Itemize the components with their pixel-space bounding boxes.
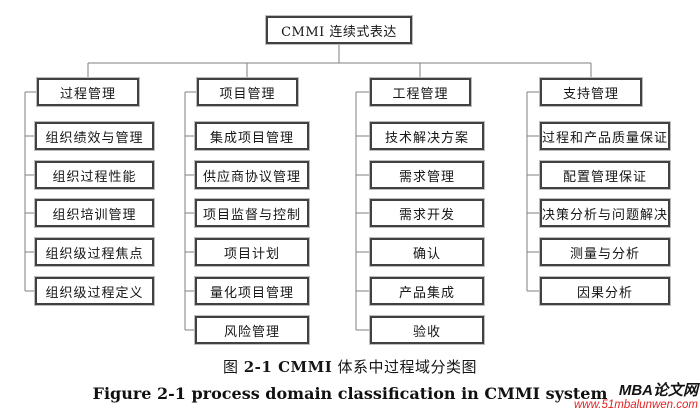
- caption-zh-number: 2-1 CMMI: [243, 358, 333, 376]
- root-node-cmmi-continuous: CMMI 连续式表达: [266, 16, 412, 44]
- process-area-node: 产品集成: [370, 277, 484, 305]
- process-area-node: 测量与分析: [540, 238, 670, 266]
- process-area-node: 项目监督与控制: [195, 199, 309, 227]
- connector-col1: [24, 91, 37, 292]
- caption-zh-prefix: 图: [222, 358, 244, 376]
- connector-col4: [526, 91, 540, 292]
- process-area-node: 验收: [370, 316, 484, 344]
- category-node-support-mgmt: 支持管理: [540, 78, 642, 106]
- process-area-node: 确认: [370, 238, 484, 266]
- figure-caption-zh: 图 2-1 CMMI 体系中过程域分类图: [0, 356, 700, 377]
- process-area-node: 项目计划: [195, 238, 309, 266]
- process-area-node: 技术解决方案: [370, 122, 484, 150]
- connector-drops: [87, 63, 592, 78]
- process-area-node: 风险管理: [195, 316, 309, 344]
- category-node-project-mgmt: 项目管理: [197, 78, 298, 106]
- connector-col2: [184, 91, 197, 331]
- process-area-node: 组织绩效与管理: [35, 122, 154, 150]
- process-area-node: 决策分析与问题解决: [540, 199, 670, 227]
- process-area-node: 集成项目管理: [195, 122, 309, 150]
- process-area-node: 配置管理保证: [540, 161, 670, 189]
- process-area-node: 组织培训管理: [35, 199, 154, 227]
- process-area-node: 组织级过程焦点: [35, 238, 154, 266]
- process-area-node: 过程和产品质量保证: [540, 122, 670, 150]
- process-area-node: 组织级过程定义: [35, 277, 154, 305]
- process-area-node: 量化项目管理: [195, 277, 309, 305]
- process-area-node: 因果分析: [540, 277, 670, 305]
- process-area-node: 需求管理: [370, 161, 484, 189]
- caption-zh-rest: 体系中过程域分类图: [332, 358, 478, 376]
- figure-caption-en: Figure 2-1 process domain classification…: [92, 384, 608, 403]
- category-node-process-mgmt: 过程管理: [37, 78, 139, 106]
- watermark: MBA论文网 www.51mbalunwen.com: [574, 383, 698, 411]
- process-area-node: 供应商协议管理: [195, 161, 309, 189]
- watermark-site-url: www.51mbalunwen.com: [573, 398, 698, 411]
- category-node-engineering-mgmt: 工程管理: [370, 78, 471, 106]
- process-area-node: 需求开发: [370, 199, 484, 227]
- connector-col3: [355, 91, 370, 331]
- process-area-node: 组织过程性能: [35, 161, 154, 189]
- watermark-site-name: MBA论文网: [618, 382, 698, 399]
